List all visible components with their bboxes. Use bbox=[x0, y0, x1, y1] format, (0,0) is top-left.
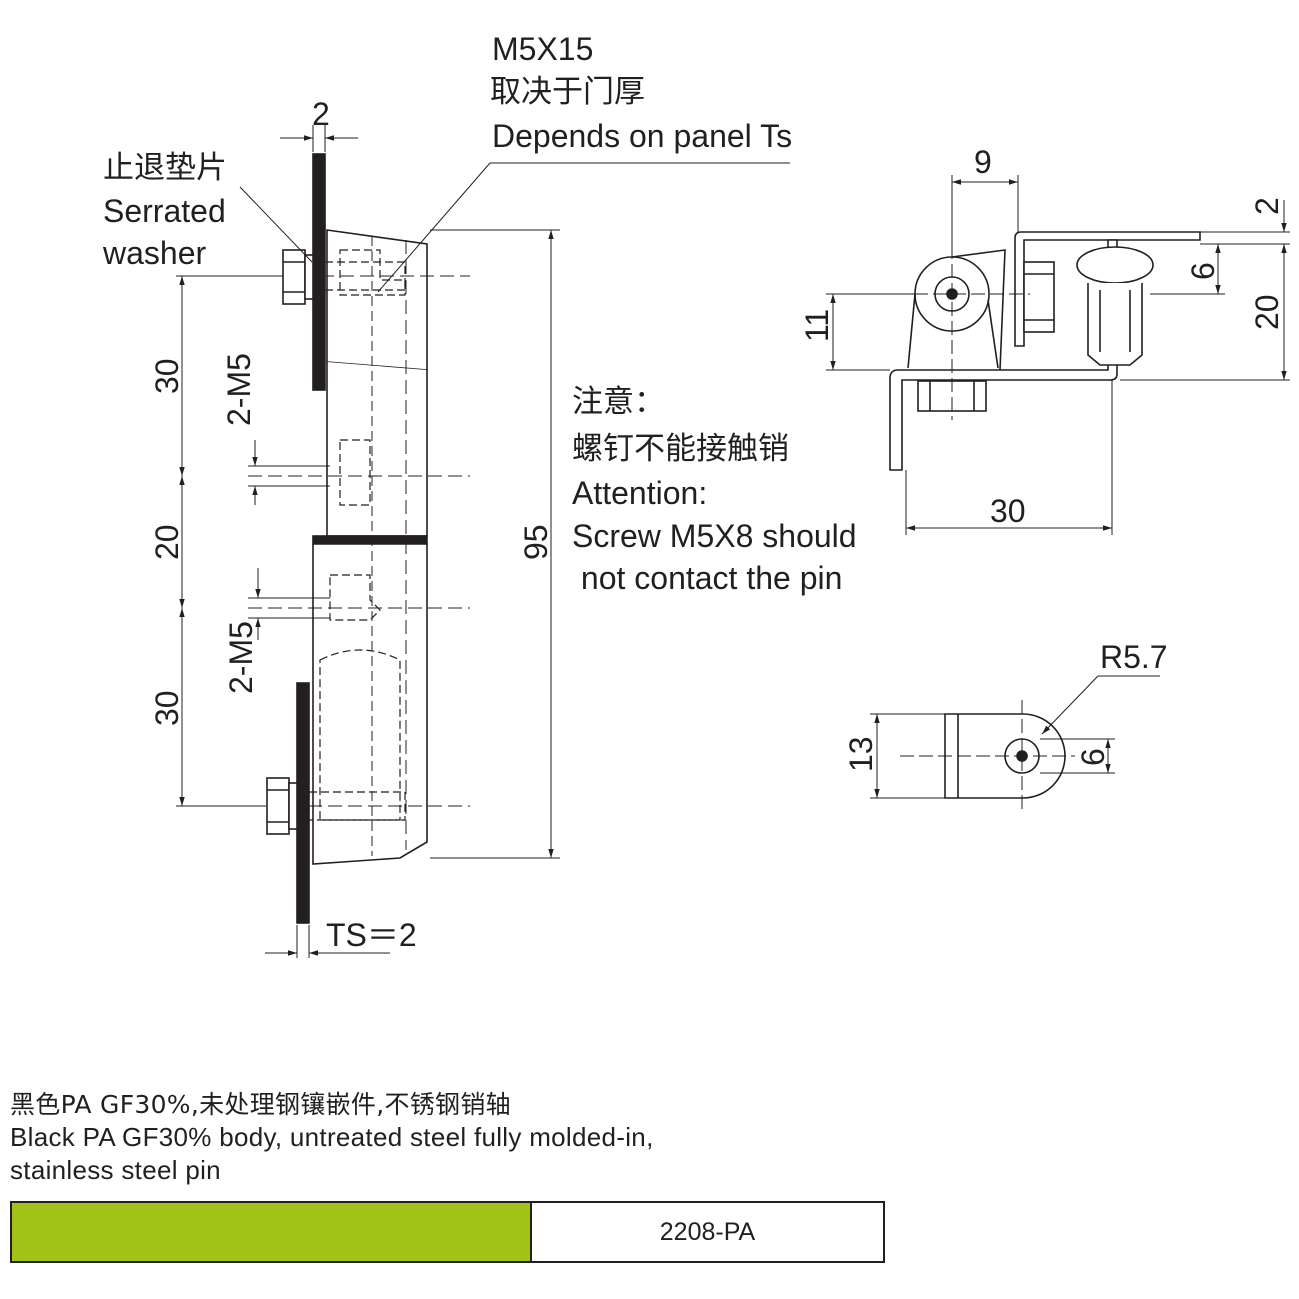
dim-6-end: 6 bbox=[1075, 748, 1111, 766]
radius-label: R5.7 bbox=[1100, 639, 1168, 675]
screw-spec: M5X15 bbox=[492, 31, 593, 67]
part-number: 2208-PA bbox=[659, 1217, 756, 1246]
material-en-2: stainless steel pin bbox=[10, 1155, 221, 1185]
washer-label-cn: 止退垫片 bbox=[103, 150, 227, 186]
lower-panel bbox=[296, 682, 310, 924]
dim-upper-30: 30 bbox=[149, 358, 185, 394]
dim-top-washer: 2 bbox=[312, 96, 330, 132]
upper-nut bbox=[282, 249, 406, 305]
clip-body bbox=[1087, 283, 1143, 366]
dim-6-top: 6 bbox=[1185, 262, 1221, 280]
material-en-1: Black PA GF30% body, untreated steel ful… bbox=[10, 1122, 654, 1152]
side-view bbox=[176, 125, 790, 958]
part-number-bar: 2208-PA bbox=[10, 1201, 885, 1263]
attention-en-2: Screw M5X8 should bbox=[572, 518, 857, 554]
top-nut bbox=[1023, 261, 1055, 333]
knuckle-joint bbox=[312, 535, 428, 545]
screw-note-en: Depends on panel Ts bbox=[492, 118, 792, 154]
dim-9: 9 bbox=[974, 144, 992, 180]
dim-total-95: 95 bbox=[518, 524, 554, 560]
panel-sheet-top bbox=[1014, 231, 1201, 347]
clip-head bbox=[1076, 246, 1154, 284]
lower-leaf bbox=[312, 543, 428, 865]
dim-20: 20 bbox=[149, 524, 185, 560]
dim-30-bottom: 30 bbox=[990, 493, 1026, 529]
attention-en-3: not contact the pin bbox=[572, 560, 842, 596]
material-description: 黑色PA GF30%,未处理钢镶嵌件,不锈钢销轴 Black PA GF30% … bbox=[10, 1088, 654, 1187]
dim-13: 13 bbox=[843, 736, 879, 772]
attention-cn-2: 螺钉不能接触销 bbox=[572, 431, 789, 467]
color-swatch bbox=[12, 1203, 532, 1261]
attention-en-1: Attention: bbox=[572, 475, 707, 511]
washer-label-en-2: washer bbox=[102, 235, 207, 271]
dim-lower-30: 30 bbox=[149, 690, 185, 726]
dim-lower-m5: 2-M5 bbox=[223, 621, 259, 694]
dim-2-right: 2 bbox=[1249, 197, 1285, 215]
ts-label: TS＝2 bbox=[326, 917, 417, 953]
washer-label-en-1: Serrated bbox=[103, 193, 226, 229]
top-view bbox=[826, 175, 1290, 535]
upper-panel bbox=[312, 153, 326, 391]
dim-11: 11 bbox=[799, 309, 835, 342]
upper-leaf bbox=[326, 229, 428, 371]
end-view bbox=[870, 675, 1160, 812]
lower-nut bbox=[266, 777, 406, 835]
dim-20-right: 20 bbox=[1249, 294, 1285, 330]
dim-upper-m5: 2-M5 bbox=[221, 353, 257, 426]
attention-cn-1: 注意： bbox=[572, 384, 665, 420]
panel-sheet-bottom bbox=[889, 239, 1118, 471]
screw-note-cn: 取决于门厚 bbox=[490, 74, 645, 110]
material-cn: 黑色PA GF30%,未处理钢镶嵌件,不锈钢销轴 bbox=[10, 1090, 511, 1119]
